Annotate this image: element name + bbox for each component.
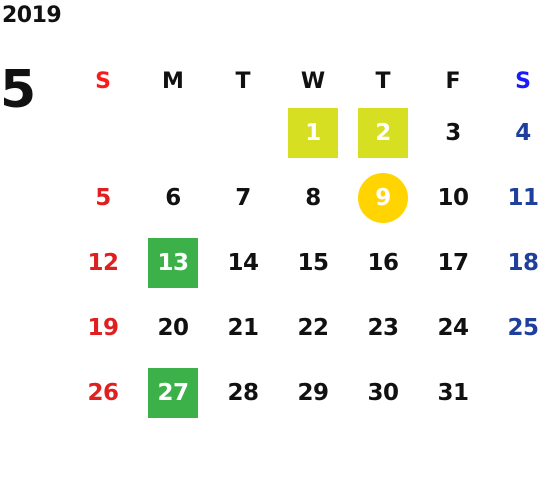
day-cell[interactable]: 11: [507, 184, 539, 211]
day-cell[interactable]: 6: [165, 184, 181, 211]
weekday-wednesday: W: [300, 68, 326, 94]
calendar-grid: S M T W T F S 1 2 3 4 5 6 7 8 9 10 11: [68, 62, 548, 425]
day-cell[interactable]: 14: [227, 249, 259, 276]
day-cell[interactable]: 24: [437, 314, 469, 341]
day-cell[interactable]: 27: [148, 367, 198, 418]
week-row: 26 27 28 29 30 31: [68, 360, 548, 425]
weekday-thursday: T: [375, 68, 391, 94]
day-cell: [78, 108, 128, 158]
day-cell[interactable]: 10: [437, 184, 469, 211]
day-cell: [498, 368, 548, 418]
weekday-tuesday: T: [235, 68, 251, 94]
day-cell[interactable]: 26: [87, 379, 119, 406]
weekday-friday: F: [445, 68, 461, 94]
day-cell[interactable]: 8: [305, 184, 321, 211]
week-row: 12 13 14 15 16 17 18: [68, 230, 548, 295]
weekday-monday: M: [162, 68, 184, 94]
week-row: 5 6 7 8 9 10 11: [68, 165, 548, 230]
weekday-saturday: S: [515, 68, 531, 94]
day-cell[interactable]: 23: [367, 314, 399, 341]
day-cell[interactable]: 9: [358, 172, 408, 223]
day-cell[interactable]: 18: [507, 249, 539, 276]
week-row: 1 2 3 4: [68, 100, 548, 165]
day-cell[interactable]: 5: [95, 184, 111, 211]
day-cell[interactable]: 16: [367, 249, 399, 276]
day-cell[interactable]: 31: [437, 379, 469, 406]
day-cell[interactable]: 25: [507, 314, 539, 341]
year-label: 2019: [2, 3, 62, 28]
day-cell[interactable]: 4: [515, 119, 531, 146]
day-cell: [148, 108, 198, 158]
day-cell[interactable]: 13: [148, 237, 198, 288]
day-cell: [218, 108, 268, 158]
day-cell[interactable]: 15: [297, 249, 329, 276]
day-cell[interactable]: 28: [227, 379, 259, 406]
day-cell[interactable]: 2: [358, 107, 408, 158]
day-cell[interactable]: 21: [227, 314, 259, 341]
day-cell[interactable]: 12: [87, 249, 119, 276]
day-cell[interactable]: 17: [437, 249, 469, 276]
weekday-sunday: S: [95, 68, 111, 94]
day-cell[interactable]: 7: [235, 184, 251, 211]
day-cell[interactable]: 30: [367, 379, 399, 406]
month-label: 5: [0, 60, 36, 120]
day-cell[interactable]: 19: [87, 314, 119, 341]
day-cell[interactable]: 3: [445, 119, 461, 146]
day-cell[interactable]: 29: [297, 379, 329, 406]
day-cell[interactable]: 20: [157, 314, 189, 341]
weekday-header: S M T W T F S: [68, 62, 548, 100]
day-cell[interactable]: 1: [288, 107, 338, 158]
week-row: 19 20 21 22 23 24 25: [68, 295, 548, 360]
day-cell[interactable]: 22: [297, 314, 329, 341]
